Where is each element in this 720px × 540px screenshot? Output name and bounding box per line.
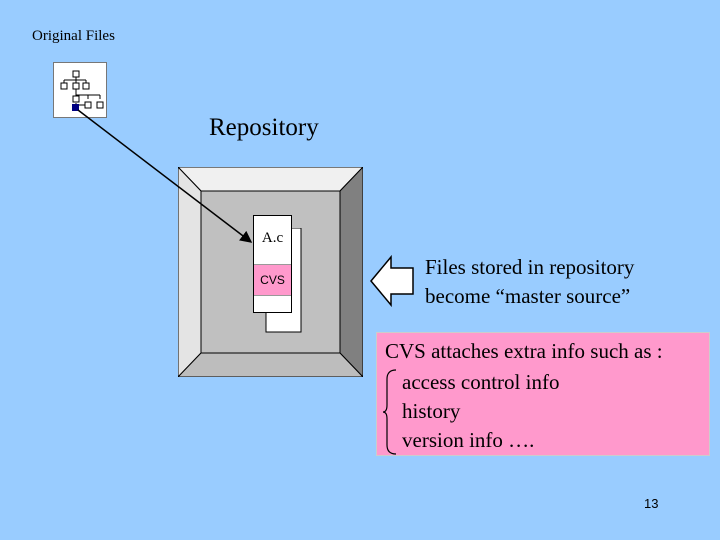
extra-info-heading: CVS attaches extra info such as :	[385, 339, 663, 363]
file-name-label: A.c	[261, 230, 284, 246]
page-number: 13	[644, 496, 659, 511]
cvs-tag-label: CVS	[260, 273, 285, 287]
left-block-arrow	[370, 254, 414, 308]
cvs-metadata-block: CVS	[254, 264, 291, 296]
list-item: history	[402, 399, 461, 423]
list-item: version info ….	[402, 428, 535, 452]
repository-label: Repository	[209, 114, 319, 141]
callout-line: become “master source”	[425, 284, 631, 308]
file-tree-icon	[53, 62, 107, 118]
left-brace-icon	[382, 369, 397, 455]
master-source-callout: Files stored in repository become “maste…	[425, 253, 634, 311]
extra-info-list: access control info history version info…	[402, 368, 559, 455]
file-document: A.c CVS	[253, 215, 292, 313]
callout-line: Files stored in repository	[425, 255, 635, 279]
original-files-label: Original Files	[32, 28, 115, 44]
extra-info-box: CVS attaches extra info such as : access…	[376, 332, 710, 456]
list-item: access control info	[402, 370, 560, 394]
